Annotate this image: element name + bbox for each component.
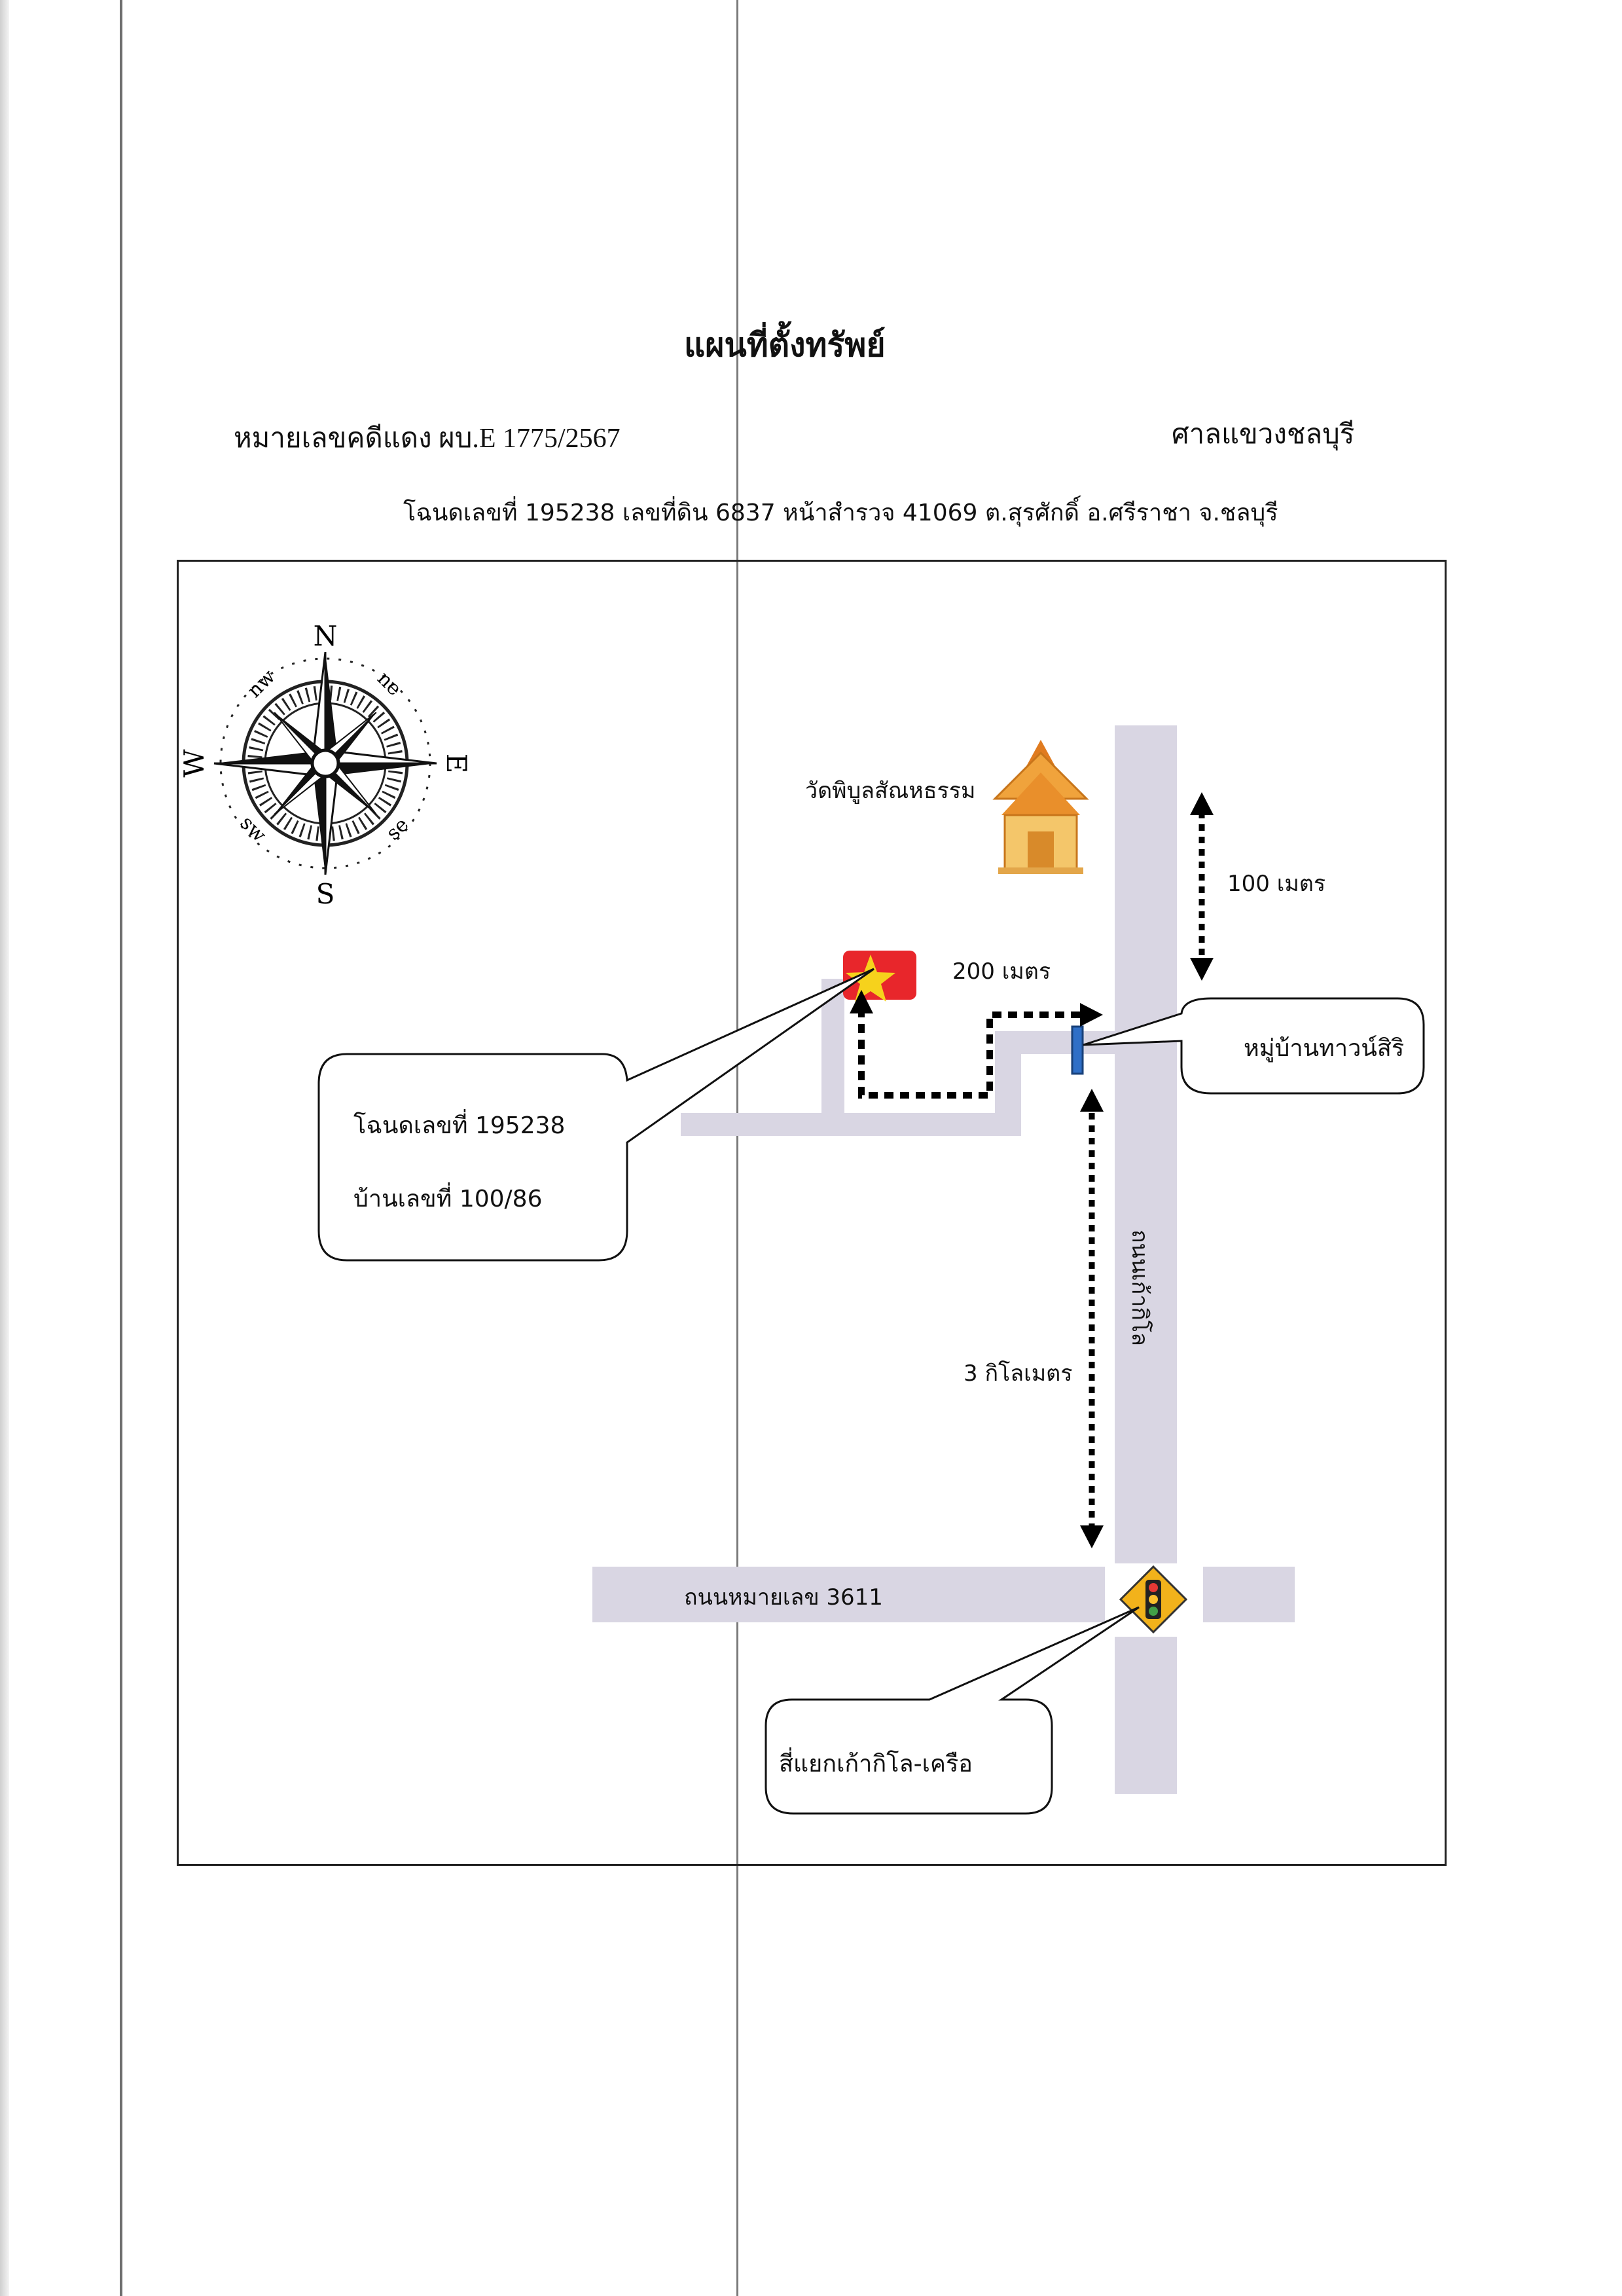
temple-icon <box>992 740 1089 874</box>
road-horizontal-label: ถนนหมายเลข 3611 <box>684 1584 883 1611</box>
svg-text:N: N <box>314 620 338 652</box>
map-frame <box>177 560 1447 1866</box>
road-vertical-label: ถนนเก้ากิโล <box>1126 1229 1153 1347</box>
village-callout <box>1083 997 1425 1095</box>
svg-text:E: E <box>441 754 473 774</box>
fold-line <box>736 0 738 2296</box>
compass-rose-icon: N S E W nw ne se sw <box>178 620 473 910</box>
margin-line <box>120 0 122 2296</box>
road-kao-kilo-lower <box>1115 1637 1177 1794</box>
property-callout-line1: โฉนดเลขที่ 195238 <box>353 1112 566 1139</box>
village-callout-text: หมู่บ้านทาวน์สิริ <box>1244 1035 1405 1062</box>
soi-lower <box>681 1113 1021 1136</box>
star-flag-icon <box>843 951 916 1002</box>
deed-info: โฉนดเลขที่ 195238 เลขที่ดิน 6837 หน้าสำร… <box>403 500 1278 526</box>
property-callout <box>317 968 874 1262</box>
distance-200-label: 200 เมตร <box>952 958 1051 985</box>
route-to-property <box>858 1011 1080 1099</box>
village-gate-marker-icon <box>1071 1025 1084 1075</box>
svg-text:ne: ne <box>372 667 406 701</box>
distance-3km-label: 3 กิโลเมตร <box>964 1360 1073 1387</box>
page-title: แผนที่ตั้งทรัพย์ <box>684 325 886 364</box>
court-name: ศาลแขวงชลบุรี <box>1172 420 1355 450</box>
temple-label: วัดพิบูลสัณหธรรม <box>805 778 976 804</box>
svg-text:S: S <box>316 878 335 910</box>
scan-left-edge <box>0 0 9 2296</box>
road-3611-east <box>1203 1567 1295 1622</box>
intersection-callout-text: สี่แยกเก้ากิโล-เครือ <box>779 1751 973 1777</box>
distance-100-label: 100 เมตร <box>1227 871 1326 897</box>
intersection-callout <box>765 1606 1140 1815</box>
road-3611-west <box>592 1567 1105 1622</box>
svg-text:sw: sw <box>236 811 271 847</box>
property-callout-line2: บ้านเลขที่ 100/86 <box>353 1186 543 1212</box>
svg-text:nw: nw <box>243 665 280 702</box>
case-number: หมายเลขคดีแดง ผบ.E 1775/2567 <box>234 424 621 454</box>
traffic-light-sign-icon <box>1119 1565 1188 1634</box>
road-kao-kilo-upper <box>1115 725 1177 1563</box>
svg-text:W: W <box>178 749 210 778</box>
